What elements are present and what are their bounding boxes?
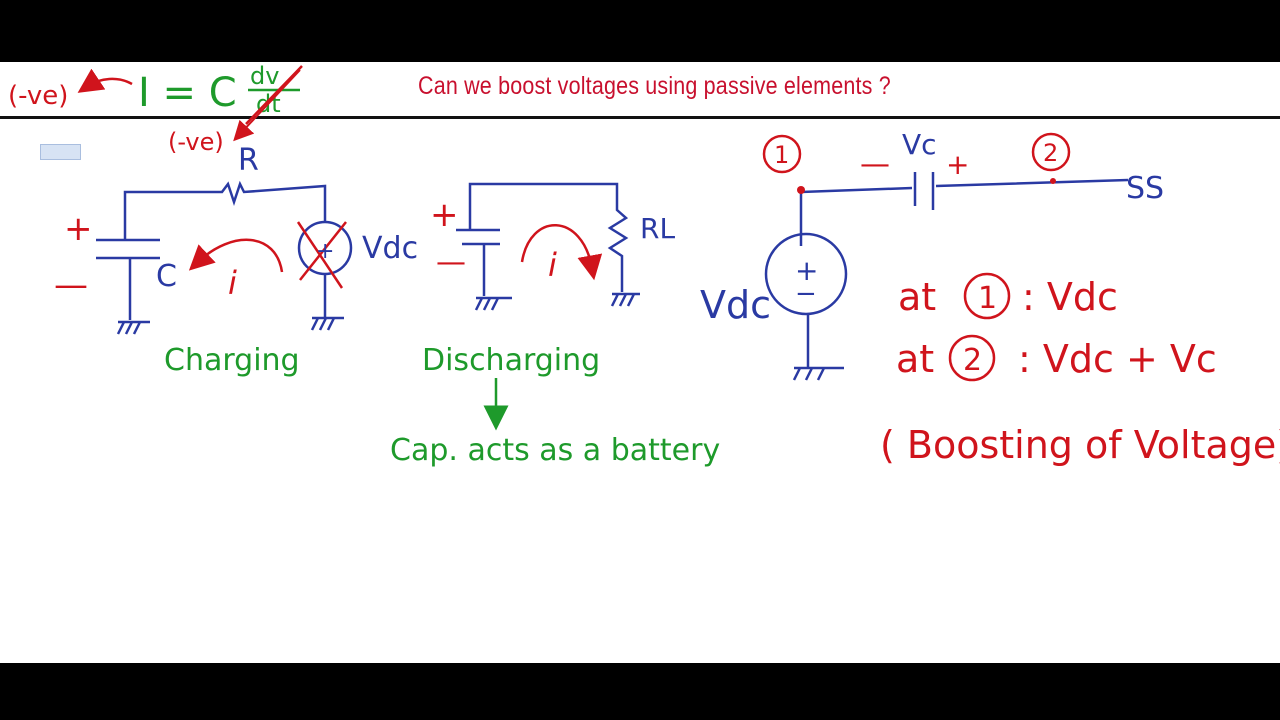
output-terminal-label: SS [1126, 171, 1164, 206]
discharging-circuit [456, 182, 640, 431]
at-label-2: at [896, 337, 934, 381]
ground-icon [116, 320, 150, 335]
strike-through [245, 65, 303, 125]
cap-label: C [156, 259, 177, 294]
ground-icon [310, 316, 344, 331]
voltage-at-node-1: : Vdc [1022, 275, 1118, 319]
node-1-dot [797, 186, 805, 194]
svg-text:+: + [795, 254, 818, 287]
ground-icon [474, 296, 512, 311]
node-2-dot [1050, 178, 1056, 184]
node-1-ref-circle [963, 272, 1011, 320]
battery-minus: — [436, 245, 466, 280]
ground-icon [792, 366, 844, 381]
formula: (-ve) I = C dv dt (-ve) [8, 62, 303, 156]
boost-source-label: Vdc [700, 283, 771, 327]
current-arrow-discharging [520, 224, 603, 281]
discharging-caption: Discharging [422, 343, 600, 378]
negative-sign-below: (-ve) [168, 128, 224, 156]
source-cross-out [299, 221, 347, 281]
node-2-ref: 2 [963, 343, 982, 378]
voltage-at-node-2: : Vdc + Vc [1018, 337, 1217, 381]
node-2-ref-circle [948, 334, 996, 382]
negative-sign-left: (-ve) [8, 81, 68, 111]
page-title: Can we boost voltages using passive elem… [418, 72, 891, 100]
page-tab[interactable] [40, 144, 81, 160]
charging-caption: Charging [164, 343, 300, 378]
boost-source-circle [764, 232, 848, 316]
series-cap-label: Vc [902, 128, 937, 161]
whiteboard: Can we boost voltages using passive elem… [0, 62, 1280, 663]
video-letterbox-bottom [0, 663, 1280, 720]
vdc-label-charging: Vdc [362, 231, 418, 266]
formula-numerator: dv [250, 62, 279, 90]
ground-icon [610, 292, 640, 307]
handwritten-diagram: (-ve) I = C dv dt (-ve) R + — C [8, 62, 1280, 468]
node-2-label: 2 [1043, 139, 1058, 167]
charging-circuit [96, 180, 353, 335]
boost-circuit [762, 132, 1129, 381]
series-cap-minus: — [860, 147, 890, 182]
node-2-marker [1031, 132, 1071, 172]
node-1-label: 1 [774, 141, 789, 169]
boost-conclusion: ( Boosting of Voltage) [880, 423, 1280, 467]
header-divider [0, 116, 1280, 119]
arrow-to-negative-below [233, 69, 301, 142]
cap-plus: + [64, 209, 93, 249]
series-cap-plus: + [946, 148, 969, 181]
current-arrow-charging [188, 238, 284, 273]
battery-plus: + [430, 195, 459, 235]
charging-wire-top [123, 180, 327, 240]
resistor-label: R [238, 143, 259, 178]
arrow-to-negative [77, 68, 133, 93]
video-letterbox-top [0, 0, 1280, 62]
formula-lhs: I = C [138, 70, 237, 116]
battery-note: Cap. acts as a battery [390, 433, 720, 468]
node-1-marker [762, 134, 802, 174]
cap-minus: — [54, 265, 88, 305]
load-resistor-label: RL [640, 212, 675, 245]
svg-text:−: − [795, 279, 817, 309]
current-label-charging: i [228, 264, 237, 302]
svg-text:+: + [316, 239, 334, 264]
node-1-ref: 1 [978, 281, 997, 316]
boost-wire-top [800, 178, 1129, 194]
current-label-discharging: i [548, 246, 557, 284]
at-label-1: at [898, 275, 936, 319]
discharging-wire [468, 182, 629, 292]
